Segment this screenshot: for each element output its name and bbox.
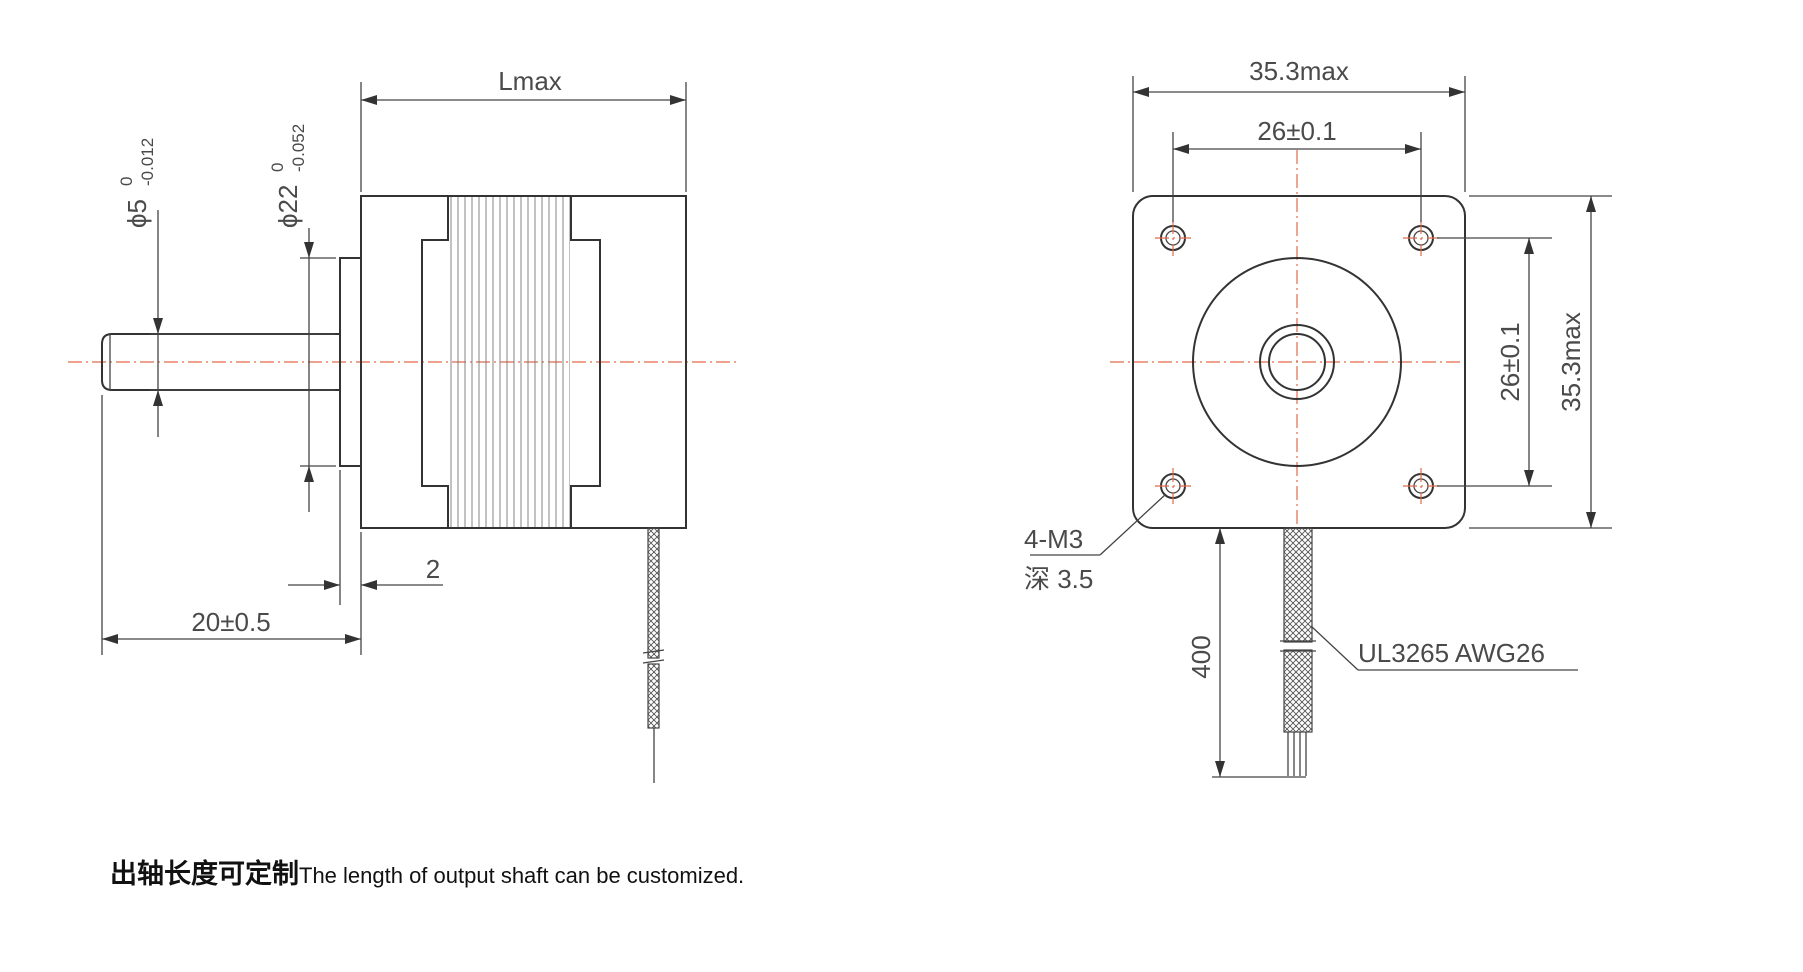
front-cable-upper (1283, 527, 1313, 643)
arrow (102, 634, 118, 644)
shaft-outer-circle (1259, 324, 1335, 400)
caption: 出轴长度可定制The length of output shaft can be… (110, 852, 744, 891)
arrow (324, 580, 340, 590)
holes-label-line2: 深 3.5 (1024, 564, 1093, 594)
hole-spacing-v-label: 26±0.1 (1495, 322, 1525, 401)
boss-height-label: 2 (426, 554, 440, 584)
arrow (670, 95, 686, 105)
arrow (1173, 144, 1189, 154)
shaft-inner-circle (1268, 333, 1326, 391)
front-cable-lower (1283, 649, 1313, 733)
pilot-boss (1192, 257, 1402, 467)
cable-leader (1310, 625, 1359, 671)
stator-laminations (449, 197, 570, 527)
front-boss (339, 257, 362, 467)
shaft-length-label: 20±0.5 (191, 607, 270, 637)
left-endcap (421, 196, 449, 528)
side-cable-upper (647, 527, 660, 659)
arrow (304, 242, 314, 258)
cable-break-mark (642, 649, 665, 654)
holes-label-line1: 4-M3 (1024, 524, 1083, 554)
arrow (1215, 528, 1225, 544)
boss-diameter-label: ϕ22 0 -0.052 (268, 124, 308, 228)
shaft (101, 333, 340, 391)
arrow (361, 95, 377, 105)
side-cable-lower (647, 663, 660, 729)
arrow (1133, 87, 1149, 97)
svg-text:-0.052: -0.052 (289, 124, 308, 172)
arrow (1586, 512, 1596, 528)
front-view: 35.3max 26±0.1 26±0.1 35.3max 4-M3 深 3.5 (1024, 56, 1612, 778)
right-endcap (570, 196, 601, 528)
overall-width-label: 35.3max (1249, 56, 1349, 86)
arrow (153, 318, 163, 334)
svg-text:-0.012: -0.012 (138, 138, 157, 186)
svg-text:0: 0 (268, 163, 287, 172)
arrow (1215, 761, 1225, 777)
caption-english: The length of output shaft can be custom… (299, 863, 745, 888)
arrow (304, 466, 314, 482)
side-view: Lmax ϕ5 0 -0.012 ϕ22 0 -0.052 (68, 66, 740, 783)
mounting-holes (1155, 220, 1439, 504)
arrow (1449, 87, 1465, 97)
svg-text:ϕ22: ϕ22 (273, 185, 303, 228)
arrow (1524, 238, 1534, 254)
holes-leader (1099, 493, 1167, 556)
caption-chinese: 出轴长度可定制 (110, 859, 299, 889)
svg-text:ϕ5: ϕ5 (122, 199, 152, 228)
arrow (153, 390, 163, 406)
lmax-label: Lmax (498, 66, 562, 96)
arrow (361, 580, 377, 590)
hole-spacing-h-label: 26±0.1 (1257, 116, 1336, 146)
arrow (345, 634, 361, 644)
arrow (1524, 470, 1534, 486)
svg-text:0: 0 (117, 177, 136, 186)
cable-break-mark (642, 659, 665, 664)
lead-length-label: 400 (1186, 635, 1216, 678)
cable-spec-label: UL3265 AWG26 (1358, 638, 1545, 668)
arrow (1405, 144, 1421, 154)
shaft-diameter-label: ϕ5 0 -0.012 (117, 138, 157, 228)
arrow (1586, 196, 1596, 212)
overall-height-label: 35.3max (1556, 312, 1586, 412)
